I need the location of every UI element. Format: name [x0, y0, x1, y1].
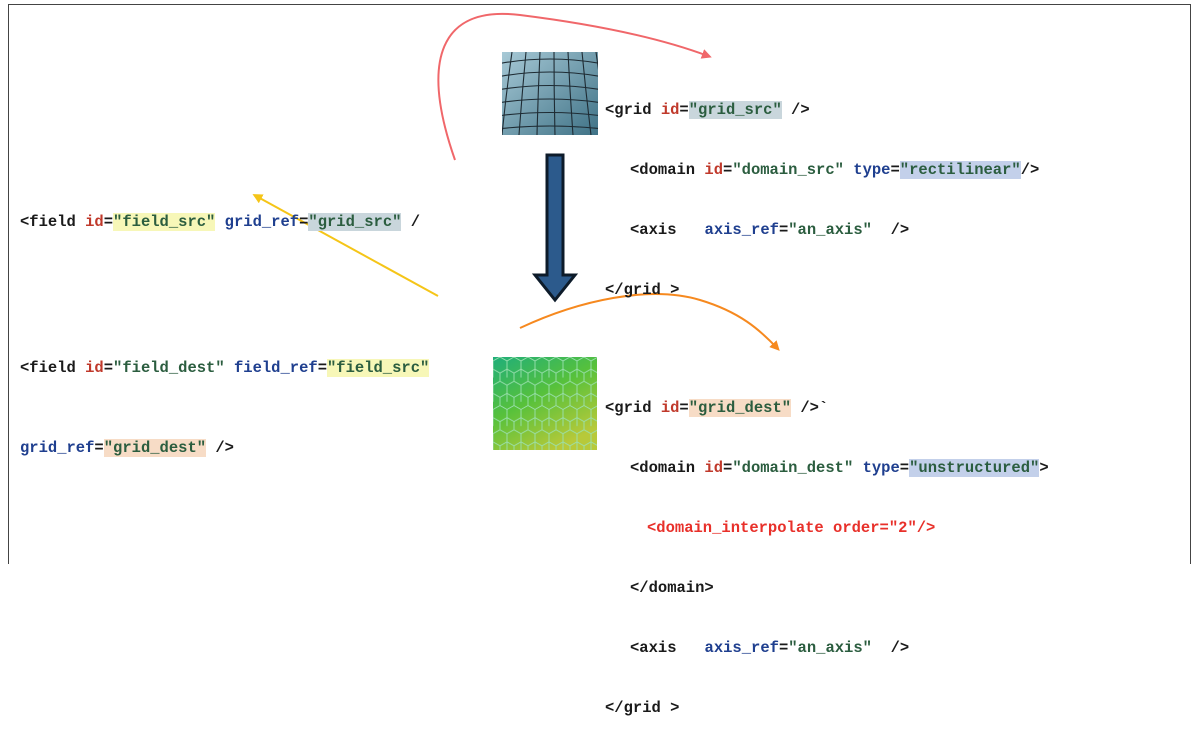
field-dest-grid-ref-value: "grid_dest"	[103, 439, 207, 457]
field-dest-block: <field id="field_dest" field_ref="field_…	[20, 318, 430, 478]
domain-src-line: <domain id="domain_src" type="rectilinea…	[630, 161, 1040, 179]
grid-src-line: <grid id="grid_src" />	[605, 101, 810, 119]
field-src-id-value: "field_src"	[113, 213, 216, 231]
domain-dest-line: <domain id="domain_dest" type="unstructu…	[630, 459, 1049, 477]
arrow-field-dest-to-field-src	[252, 194, 439, 297]
grid-dest-line: <grid id="grid_dest" />`	[605, 399, 829, 417]
arrows-layer	[252, 12, 780, 351]
arrow-field-src-to-grid-src	[437, 12, 712, 161]
grid-src-value: "grid_src"	[688, 101, 782, 119]
domain-interpolate-line: <domain_interpolate order="2"/>	[647, 519, 936, 537]
domain-close-line: </domain>	[630, 579, 714, 597]
rectilinear-grid-image	[502, 52, 598, 135]
field-src-line: <field id="field_src" grid_ref="grid_src…	[20, 213, 421, 231]
unstructured-type-value: "unstructured"	[909, 459, 1040, 477]
big-down-arrow	[531, 153, 579, 303]
diagram-frame	[8, 4, 1191, 564]
field-dest-grid-ref-line: grid_ref="grid_dest" />	[20, 439, 234, 457]
field-dest-line: <field id="field_dest" field_ref="field_…	[20, 359, 430, 377]
grid-dest-block: <grid id="grid_dest" />` <domain id="dom…	[605, 358, 1049, 738]
rectilinear-type-value: "rectilinear"	[899, 161, 1021, 179]
field-src-grid-ref-value: "grid_src"	[308, 213, 402, 231]
grid-dest-close-line: </grid >	[605, 699, 680, 717]
grid-src-block: <grid id="grid_src" /> <domain id="domai…	[605, 60, 1039, 320]
arrow-field-dest-to-grid-dest	[519, 293, 780, 351]
hexagonal-grid-image	[493, 357, 597, 450]
grid-dest-value: "grid_dest"	[688, 399, 792, 417]
grid-src-close-line: </grid >	[605, 281, 680, 299]
field-dest-field-ref-value: "field_src"	[327, 359, 430, 377]
